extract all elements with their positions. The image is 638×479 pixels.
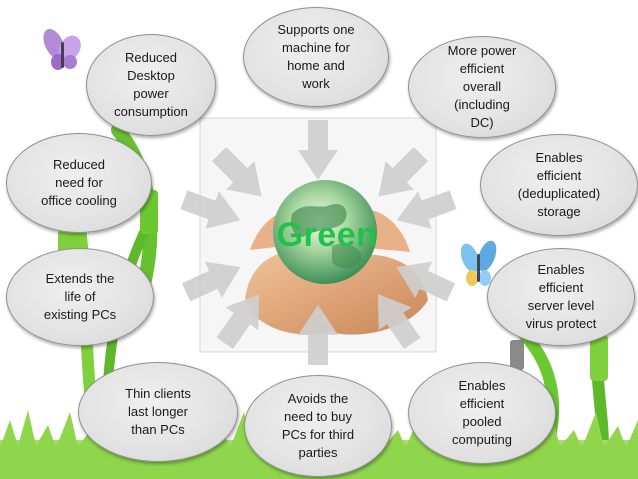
bubble-text: Enables efficient pooled computing bbox=[452, 377, 512, 449]
bubble-pooled-computing: Enables efficient pooled computing bbox=[408, 362, 556, 464]
bubble-text: Extends the life of existing PCs bbox=[44, 270, 116, 324]
bubble-reduced-desktop-power: Reduced Desktop power consumption bbox=[86, 34, 216, 136]
bubble-text: Thin clients last longer than PCs bbox=[125, 385, 191, 439]
bubble-text: Avoids the need to buy PCs for third par… bbox=[282, 390, 354, 462]
bubble-more-power-efficient: More power efficient overall (including … bbox=[408, 36, 556, 138]
bubble-text: Reduced Desktop power consumption bbox=[114, 49, 188, 121]
bubble-text: Enables efficient server level virus pro… bbox=[526, 261, 597, 333]
bubble-extends-pc-life: Extends the life of existing PCs bbox=[6, 248, 154, 346]
center-label: Green bbox=[262, 216, 392, 255]
bubble-virus-protect: Enables efficient server level virus pro… bbox=[487, 248, 635, 346]
bubble-avoid-buying-pcs: Avoids the need to buy PCs for third par… bbox=[244, 375, 392, 477]
bubble-text: Reduced need for office cooling bbox=[41, 156, 117, 210]
bubble-reduced-cooling: Reduced need for office cooling bbox=[6, 133, 152, 233]
bubble-thin-clients: Thin clients last longer than PCs bbox=[78, 362, 238, 462]
bubble-efficient-storage: Enables efficient (deduplicated) storage bbox=[480, 134, 638, 236]
purple-butterfly-icon bbox=[39, 26, 85, 70]
bubble-text: More power efficient overall (including … bbox=[448, 42, 517, 132]
bubble-one-machine: Supports one machine for home and work bbox=[243, 7, 389, 107]
bubble-text: Supports one machine for home and work bbox=[277, 21, 354, 93]
bubble-text: Enables efficient (deduplicated) storage bbox=[518, 149, 600, 221]
